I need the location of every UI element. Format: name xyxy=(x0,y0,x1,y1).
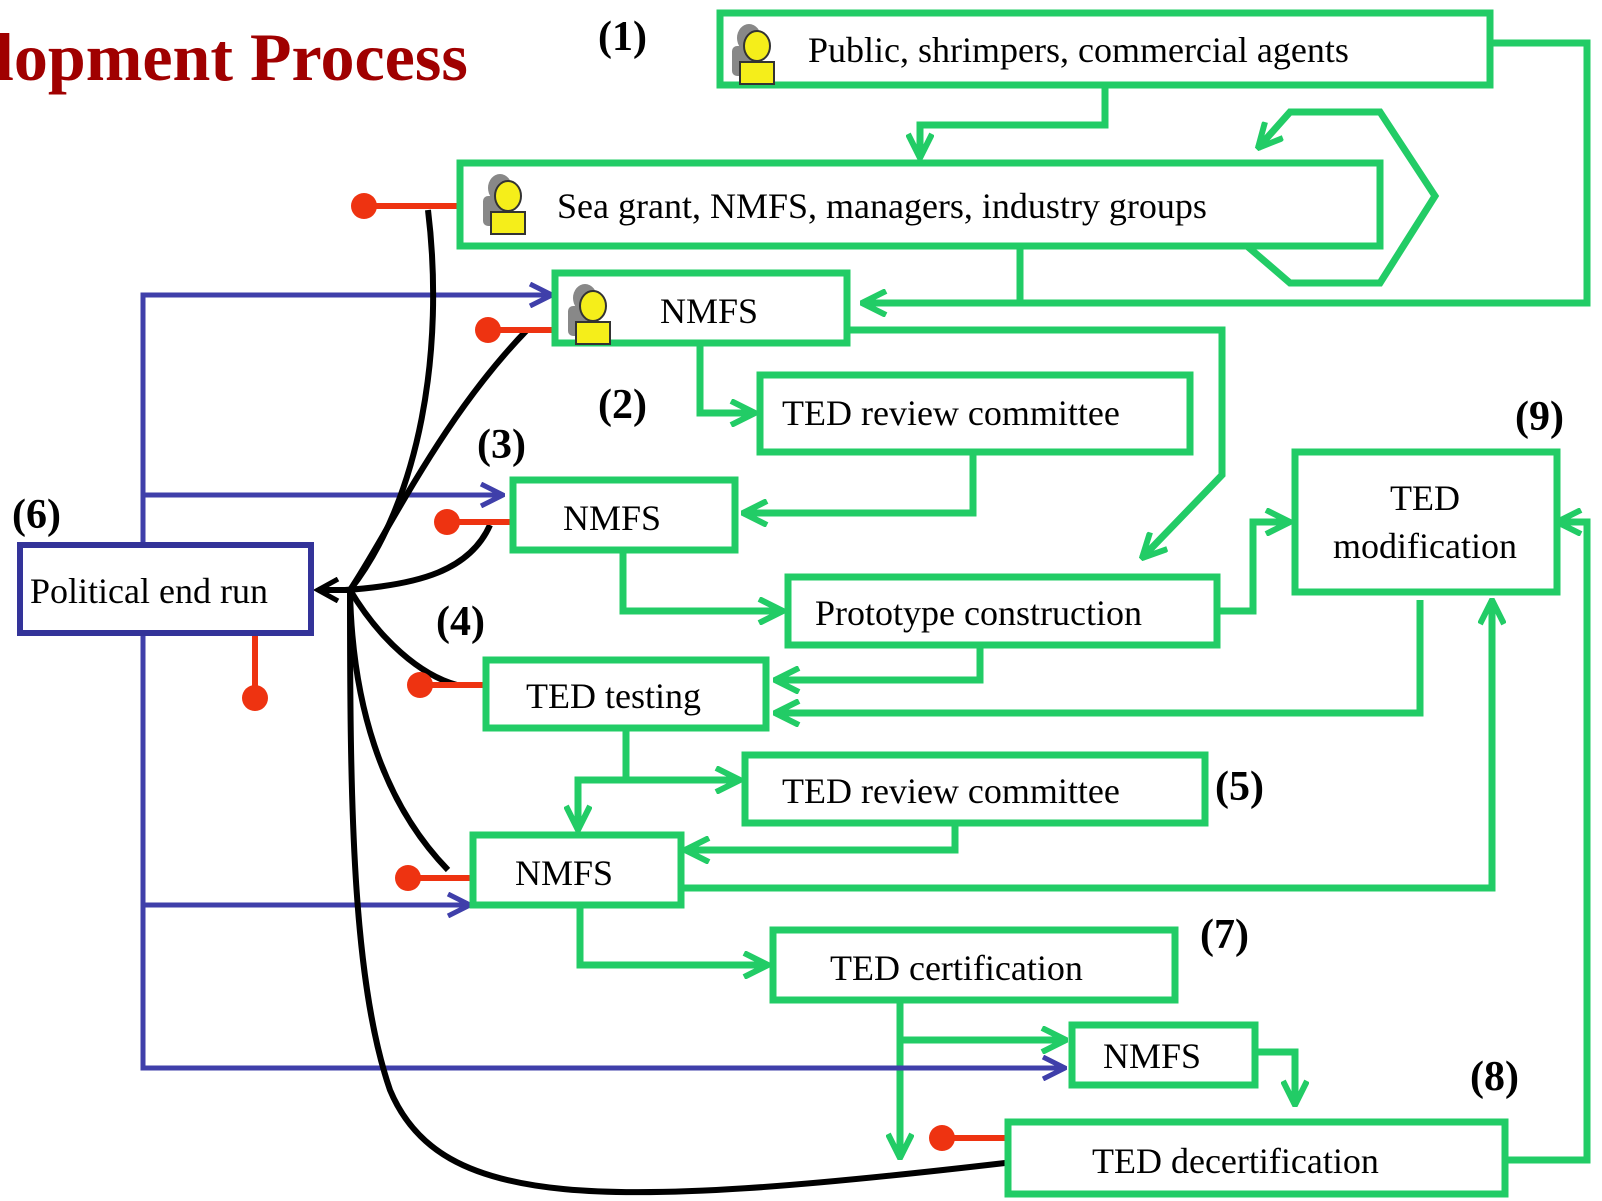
step-label-8: (8) xyxy=(1470,1054,1519,1100)
edge-testing-political xyxy=(347,588,458,688)
edge-public-nmfs1 xyxy=(862,39,1591,303)
step-label-9: (9) xyxy=(1515,394,1564,440)
pin-testing-dot xyxy=(407,672,433,698)
edge-nmfs1-political xyxy=(347,327,530,592)
step-label-3: (3) xyxy=(477,422,526,468)
edge-nmfs2-political xyxy=(344,523,493,593)
node-decertification: TED decertification xyxy=(1004,1118,1509,1198)
edge-nmfs1-review1 xyxy=(696,345,755,413)
edge-review1-nmfs2 xyxy=(743,452,977,513)
edge-nmfs4-decertification xyxy=(1255,1048,1295,1105)
pin-seagrant-dot xyxy=(351,193,377,219)
edge-seagrant-political xyxy=(347,209,437,592)
step-labels: (1) (2) (3) (4) (5) (6) (7) (8) (9) xyxy=(12,14,1564,1100)
blue-connectors xyxy=(140,295,1065,1068)
node-nmfs3: NMFS xyxy=(469,831,685,909)
edge-political-nmfs1 xyxy=(140,295,552,545)
node-political: Political end run xyxy=(17,542,314,636)
step-label-2: (2) xyxy=(598,382,647,428)
edge-testing-nmfs3 xyxy=(578,776,626,830)
green-connectors xyxy=(576,39,1591,1164)
node-review1-label: TED review committee xyxy=(782,393,1120,433)
node-nmfs2: NMFS xyxy=(509,476,739,554)
node-prototype: Prototype construction xyxy=(784,573,1221,649)
person-icon xyxy=(568,284,611,345)
node-modification-label-1: TED xyxy=(1390,478,1460,518)
edge-public-seagrant xyxy=(920,88,1109,158)
node-nmfs4: NMFS xyxy=(1068,1021,1259,1089)
pin-nmfs3-dot xyxy=(395,865,421,891)
edge-nmfs3-political xyxy=(347,589,451,873)
node-modification: TED modification xyxy=(1291,448,1561,596)
node-prototype-label: Prototype construction xyxy=(815,593,1142,633)
pin-political-dot xyxy=(242,685,268,711)
edge-review2-nmfs3 xyxy=(685,823,959,850)
node-nmfs3-label: NMFS xyxy=(515,853,613,893)
step-label-1: (1) xyxy=(598,14,647,60)
edge-political-nmfs4 xyxy=(140,905,1065,1068)
node-seagrant: Sea grant, NMFS, managers, industry grou… xyxy=(456,159,1384,250)
node-review1: TED review committee xyxy=(756,371,1194,456)
pin-nmfs2-dot xyxy=(434,509,460,535)
node-testing: TED testing xyxy=(482,656,770,732)
node-seagrant-label: Sea grant, NMFS, managers, industry grou… xyxy=(557,186,1207,226)
node-nmfs2-label: NMFS xyxy=(563,498,661,538)
node-certification-label: TED certification xyxy=(830,948,1083,988)
node-review2: TED review committee xyxy=(741,751,1209,827)
node-review2-label: TED review committee xyxy=(782,771,1120,811)
edge-nmfs2-prototype xyxy=(619,550,783,611)
node-certification: TED certification xyxy=(769,926,1179,1004)
node-modification-label-2: modification xyxy=(1333,526,1517,566)
black-connectors xyxy=(318,209,1006,1196)
pin-decert-dot xyxy=(929,1125,955,1151)
edge-nmfs1-prototype xyxy=(845,326,1226,558)
node-testing-label: TED testing xyxy=(526,676,701,716)
edge-modification-testing xyxy=(775,600,1424,713)
person-icon xyxy=(732,24,775,85)
edge-prototype-testing xyxy=(775,645,984,680)
edge-prototype-modification xyxy=(1217,522,1290,615)
step-label-4: (4) xyxy=(436,599,485,645)
node-political-label: Political end run xyxy=(30,571,268,611)
edge-seagrant-loop xyxy=(1237,108,1440,287)
node-nmfs4-label: NMFS xyxy=(1103,1036,1201,1076)
edge-decertification-modification xyxy=(1505,522,1591,1164)
node-decertification-label: TED decertification xyxy=(1092,1141,1379,1181)
step-label-5: (5) xyxy=(1215,764,1264,810)
node-public-label: Public, shrimpers, commercial agents xyxy=(808,30,1349,70)
edge-nmfs3-certification xyxy=(576,905,768,965)
pin-nmfs1-dot xyxy=(475,317,501,343)
edge-nmfs3-modification xyxy=(680,600,1492,892)
node-nmfs1-label: NMFS xyxy=(660,291,758,331)
person-icon xyxy=(483,174,526,235)
page-title: lopment Process xyxy=(0,19,468,95)
edge-testing-review2 xyxy=(622,728,740,780)
node-public: Public, shrimpers, commercial agents xyxy=(716,9,1494,89)
step-label-7: (7) xyxy=(1200,912,1249,958)
step-label-6: (6) xyxy=(12,492,61,538)
edge-decertification-political xyxy=(347,589,1006,1196)
red-pins xyxy=(242,193,1008,1151)
